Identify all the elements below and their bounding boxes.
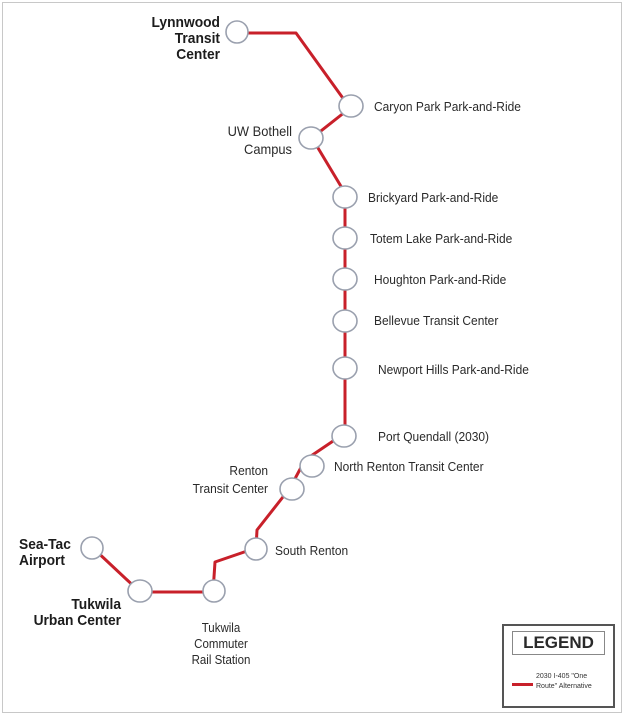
station-label-port-quendall: Port Quendall (2030) [378, 429, 490, 444]
station-label-newport-hills: Newport Hills Park-and-Ride [378, 362, 529, 377]
legend-route-swatch [512, 683, 533, 686]
station-label-houghton: Houghton Park-and-Ride [374, 272, 507, 287]
station-node-totem-lake [332, 226, 358, 250]
station-label-lynnwood: Lynnwood Transit Center [151, 14, 220, 63]
station-node-south-renton [244, 537, 268, 561]
station-label-renton: Renton Transit Center [192, 463, 268, 496]
station-node-newport-hills [332, 356, 358, 380]
station-label-north-renton: North Renton Transit Center [334, 459, 484, 474]
station-label-south-renton: South Renton [275, 543, 349, 558]
station-node-renton [279, 477, 305, 501]
station-label-bellevue: Bellevue Transit Center [374, 313, 499, 328]
station-node-tukwila-rail [202, 579, 226, 603]
station-node-bellevue [332, 309, 358, 333]
station-node-uw-bothell [298, 126, 324, 150]
station-label-canyon-park: Caryon Park Park-and-Ride [374, 99, 521, 114]
station-label-totem-lake: Totem Lake Park-and-Ride [370, 231, 513, 246]
station-node-houghton [332, 267, 358, 291]
station-node-north-renton [299, 454, 325, 478]
station-node-port-quendall [331, 424, 357, 448]
legend: LEGEND 2030 I-405 "One Route" Alternativ… [502, 624, 615, 708]
station-label-uw-bothell: UW Bothell Campus [227, 123, 292, 157]
legend-title: LEGEND [512, 631, 605, 655]
station-node-tukwila-urban [127, 579, 153, 603]
route-line [91, 31, 352, 594]
station-label-seatac: Sea-Tac Airport [19, 536, 71, 569]
station-label-tukwila-urban: Tukwila Urban Center [33, 596, 121, 629]
legend-entry-label: 2030 I-405 "One Route" Alternative [536, 673, 592, 690]
station-label-brickyard: Brickyard Park-and-Ride [368, 190, 499, 205]
station-node-lynnwood [225, 20, 249, 44]
station-node-canyon-park [338, 94, 364, 118]
station-node-seatac [80, 536, 104, 560]
station-node-brickyard [332, 185, 358, 209]
station-label-tukwila-rail: Tukwila Commuter Rail Station [191, 621, 251, 667]
